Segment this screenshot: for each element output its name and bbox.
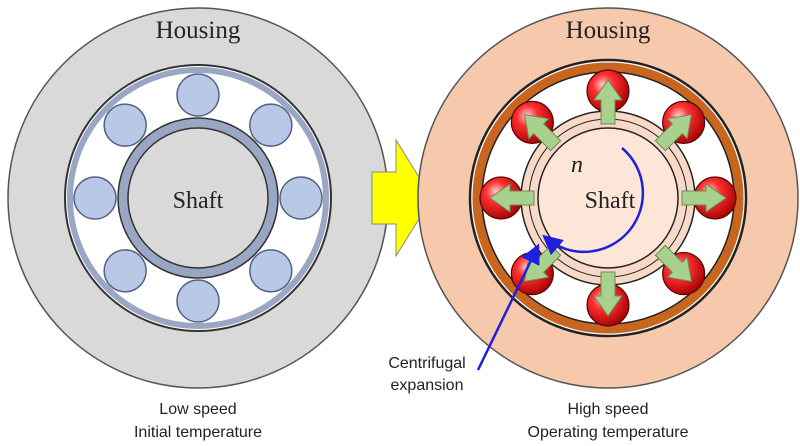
right-housing-label: Housing xyxy=(566,17,651,44)
right-shaft-label: Shaft xyxy=(585,188,636,214)
left-ball xyxy=(103,249,147,293)
right-shaft xyxy=(537,127,679,269)
left-ball xyxy=(176,73,220,117)
left-ball-set xyxy=(73,73,323,323)
left-caption-temperature: Initial temperature xyxy=(134,424,262,441)
annotation-pointer xyxy=(476,243,540,371)
expansion-arrow xyxy=(593,79,623,125)
left-shaft-label: Shaft xyxy=(173,188,224,214)
expansion-arrow xyxy=(523,113,562,152)
left-ball xyxy=(249,249,293,293)
left-ball xyxy=(249,103,293,147)
expansion-arrow xyxy=(654,244,693,283)
annotation-line1: Centrifugal xyxy=(388,355,465,372)
rotation-arrow xyxy=(542,147,645,256)
right-bearing: n Housing Shaft High speed Operating tem… xyxy=(417,7,799,441)
transition-arrow xyxy=(371,138,433,258)
rotation-symbol: n xyxy=(571,152,583,178)
left-shaft xyxy=(127,127,269,269)
expansion-arrow xyxy=(681,183,727,213)
expansion-arrow xyxy=(654,113,693,152)
left-bearing: Housing Shaft Low speed Initial temperat… xyxy=(7,7,389,441)
annotation-line2: expansion xyxy=(391,377,464,394)
expansion-arrow xyxy=(593,271,623,317)
left-ball xyxy=(103,103,147,147)
expansion-arrow-set xyxy=(489,79,727,317)
right-caption-temperature: Operating temperature xyxy=(528,424,689,441)
left-caption-speed: Low speed xyxy=(159,401,236,418)
left-ball xyxy=(73,176,117,220)
right-caption-speed: High speed xyxy=(568,401,649,418)
expansion-arrow xyxy=(489,183,535,213)
left-ball xyxy=(176,279,220,323)
left-ball xyxy=(279,176,323,220)
left-housing-label: Housing xyxy=(156,17,241,44)
